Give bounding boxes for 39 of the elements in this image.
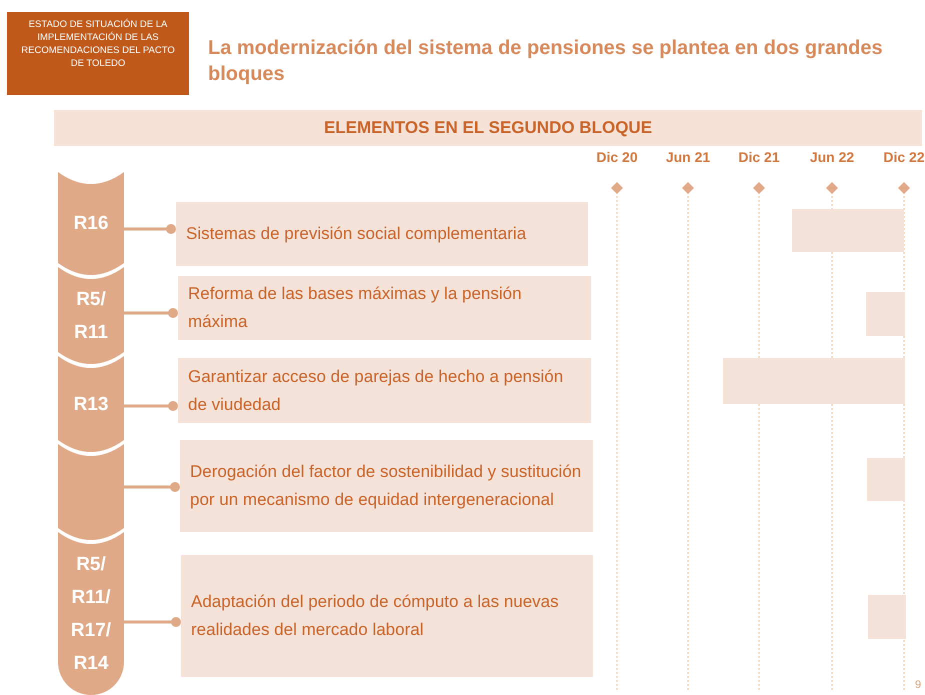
measure-box — [178, 358, 591, 423]
date-label: Jun 21 — [664, 149, 712, 165]
measure-box — [176, 202, 588, 266]
recommendation-code: R13 — [72, 392, 110, 416]
section-heading: ELEMENTOS EN EL SEGUNDO BLOQUE — [324, 118, 652, 138]
measure-box — [180, 440, 593, 532]
cylinder-segment — [58, 267, 124, 364]
timeline-bar — [867, 458, 905, 501]
measure-text: Sistemas de previsión social complementaria — [186, 223, 526, 245]
date-label: Dic 21 — [737, 149, 781, 165]
measure-text: Adaptación del periodo de cómputo a las nuevas realidades del mercado laboral — [191, 591, 560, 641]
timeline-bar — [723, 358, 905, 404]
date-label: Jun 22 — [808, 149, 856, 165]
timeline-bar — [866, 292, 905, 336]
measure-text: Garantizar acceso de parejas de hecho a pensión de viudedad — [188, 366, 564, 416]
recommendation-code: R5/ R11 — [73, 288, 109, 344]
date-label: Dic 22 — [882, 149, 925, 165]
cylinder-segment — [58, 172, 124, 275]
slide-title: La modernización del sistema de pensiones se plantea en dos grandes bloques — [208, 36, 884, 87]
date-label: Dic 20 — [595, 149, 639, 165]
connector-line — [124, 482, 180, 492]
connector-line — [124, 617, 181, 627]
page-number: 9 — [915, 679, 922, 691]
timeline-bar — [868, 595, 906, 639]
measure-text: Derogación del factor de sostenibilidad y sustitución por un mecanismo de equidad intergeneracional — [190, 461, 582, 511]
cylinder-segment — [58, 444, 124, 540]
cylinder-segment — [58, 532, 124, 695]
measure-box — [181, 555, 593, 677]
recommendation-code: R5/ R11/ R17/ R14 — [70, 552, 112, 676]
section-band — [54, 110, 922, 146]
timeline-bar — [792, 209, 904, 252]
recommendation-code: R16 — [72, 212, 110, 236]
measure-text: Reforma de las bases máximas y la pensión máxima — [188, 283, 523, 333]
connector-line — [124, 401, 178, 411]
measure-box — [178, 276, 591, 340]
section-badge: ESTADO DE SITUACIÓN DE LA IMPLEMENTACIÓN DE LAS RECOMENDACIONES DEL PACTO DE TOLEDO — [7, 12, 189, 95]
cylinder-segment — [58, 356, 124, 452]
connector-line — [124, 308, 178, 318]
connector-line — [124, 224, 176, 234]
